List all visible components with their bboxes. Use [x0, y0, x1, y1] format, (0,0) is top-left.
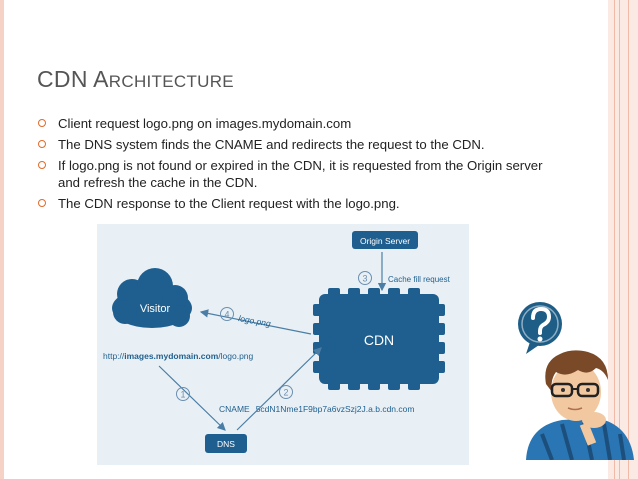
title-first: CDN A: [37, 66, 109, 92]
bullet-item: Client request logo.png on images.mydoma…: [36, 115, 556, 132]
dns-label: DNS: [217, 439, 235, 449]
step-1-circle: [176, 387, 190, 401]
step-2-label: 2: [283, 388, 288, 398]
bullet-list: Client request logo.png on images.mydoma…: [36, 115, 556, 216]
bullet-item: If logo.png is not found or expired in t…: [36, 157, 556, 191]
url-path: /logo.png: [218, 351, 253, 361]
cdn-diagram-svg: Origin Server 3 Cache fill request CDN: [103, 231, 451, 453]
dns-box: [205, 434, 247, 453]
bullet-item: The DNS system finds the CNAME and redir…: [36, 136, 556, 153]
bullet-circle-icon: [38, 119, 46, 127]
logo-label: logo.png: [238, 313, 272, 329]
cdn-diagram: Origin Server 3 Cache fill request CDN: [97, 224, 469, 465]
step-2-circle: [279, 385, 293, 399]
person: [526, 350, 634, 461]
cname-label: CNAME: [219, 404, 250, 414]
cname-value: 5cdN1Nme1F9bp7a6vzSzj2J.a.b.cdn.com: [256, 404, 415, 414]
bullet-circle-icon: [38, 161, 46, 169]
step-3-circle: [358, 271, 372, 285]
thinking-person-illustration: [512, 296, 638, 461]
right-accent-bar: [608, 0, 638, 479]
origin-server-label: Origin Server: [360, 236, 410, 246]
origin-server-box: [352, 231, 418, 249]
cname-redirect-arrow: [236, 347, 322, 431]
thinking-person-svg: [518, 302, 634, 461]
request-url: http://images.mydomain.com/logo.png: [103, 351, 254, 361]
bullet-text: If logo.png is not found or expired in t…: [58, 158, 543, 190]
cname-text: CNAME 5cdN1Nme1F9bp7a6vzSzj2J.a.b.cdn.com: [219, 404, 414, 414]
bullet-text: The DNS system finds the CNAME and redir…: [58, 137, 485, 152]
step-4-circle: [220, 307, 234, 321]
accent-line: [614, 0, 615, 479]
url-domain: images.mydomain.com: [124, 351, 218, 361]
response-arrow: [199, 309, 312, 335]
slide-title: CDN ARCHITECTURE: [37, 66, 234, 93]
cache-fill-label: Cache fill request: [388, 275, 451, 284]
accent-line: [628, 0, 629, 479]
visitor-label: Visitor: [140, 303, 171, 315]
cdn-label: CDN: [364, 332, 394, 348]
dns-request-arrow: [158, 365, 226, 431]
accent-line: [619, 0, 620, 479]
step-1-label: 1: [180, 390, 185, 400]
bullet-text: The CDN response to the Client request w…: [58, 196, 400, 211]
step-4-label: 4: [224, 310, 229, 320]
bullet-circle-icon: [38, 199, 46, 207]
bullet-circle-icon: [38, 140, 46, 148]
url-prefix: http://: [103, 351, 125, 361]
left-accent-bar: [0, 0, 4, 479]
bullet-item: The CDN response to the Client request w…: [36, 195, 556, 212]
question-mark-icon: [518, 302, 562, 354]
step-3-label: 3: [362, 274, 367, 284]
bullet-text: Client request logo.png on images.mydoma…: [58, 116, 352, 131]
visitor-cloud: [112, 268, 192, 328]
cdn-chip: [313, 288, 445, 390]
title-rest: RCHITECTURE: [108, 72, 234, 91]
